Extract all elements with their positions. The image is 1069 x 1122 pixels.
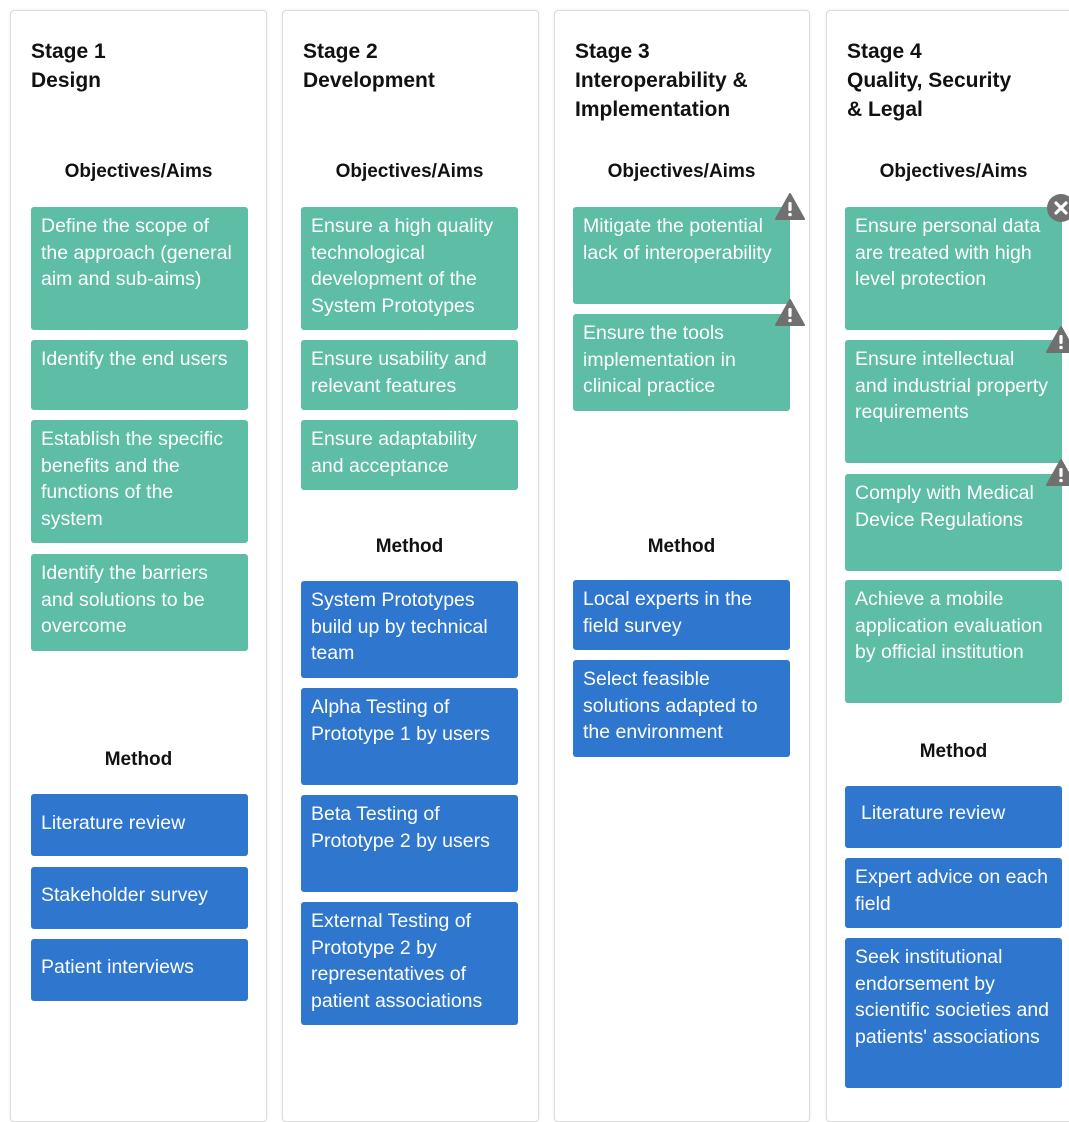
stage-4-title: Stage 4 Quality, Security & Legal bbox=[847, 40, 1012, 121]
stage-2-method-2: Alpha Testing of Prototype 1 by users bbox=[301, 688, 518, 785]
stage-3-objectives-label: Objectives/Aims bbox=[607, 161, 756, 182]
stage-4-objective-3: Comply with Medical Device Regulations bbox=[845, 474, 1062, 571]
stage-4-method-1: Literature review bbox=[845, 786, 1062, 848]
stage-3-objective-1: Mitigate the potential lack of interoper… bbox=[573, 207, 790, 304]
stage-1-objective-2: Identify the end users bbox=[31, 340, 248, 410]
warning-icon[interactable] bbox=[775, 192, 805, 222]
stage-4-objective-2: Ensure intellectual and industrial prope… bbox=[845, 340, 1062, 463]
warning-icon[interactable] bbox=[1046, 458, 1069, 488]
stage-1-title: Stage 1 Design bbox=[31, 40, 106, 92]
stage-2-title: Stage 2 Development bbox=[303, 40, 435, 92]
stage-4-method-3: Seek institutional endorsement by scient… bbox=[845, 938, 1062, 1088]
stage-2-objective-2: Ensure usability and relevant features bbox=[301, 340, 518, 410]
stage-1-column: Stage 1 Design Objectives/Aims Define th… bbox=[10, 10, 267, 1122]
stage-3-column: Stage 3 Interoperability & Implementatio… bbox=[554, 10, 810, 1122]
stage-4-method-label: Method bbox=[919, 741, 988, 762]
stage-1-method-3: Patient interviews bbox=[31, 939, 248, 1001]
stage-3-title: Stage 3 Interoperability & Implementatio… bbox=[575, 40, 748, 121]
stage-2-column: Stage 2 Development Objectives/Aims Ensu… bbox=[282, 10, 539, 1122]
stage-3-method-1: Local experts in the field survey bbox=[573, 580, 790, 650]
warning-icon[interactable] bbox=[1046, 325, 1069, 355]
stage-1-objective-3: Establish the specific benefits and the … bbox=[31, 420, 248, 543]
stage-4-method-2: Expert advice on each field bbox=[845, 858, 1062, 928]
stage-1-objective-4: Identify the barriers and solutions to b… bbox=[31, 554, 248, 651]
stage-4-column: Stage 4 Quality, Security & Legal Object… bbox=[826, 10, 1069, 1122]
stage-1-method-1: Literature review bbox=[31, 794, 248, 856]
stage-3-method-2: Select feasible solutions adapted to the… bbox=[573, 660, 790, 757]
stage-4-objectives-label: Objectives/Aims bbox=[879, 161, 1028, 182]
stage-4-objective-1: Ensure personal data are treated with hi… bbox=[845, 207, 1062, 330]
stage-2-objectives-label: Objectives/Aims bbox=[335, 161, 484, 182]
stage-1-method-label: Method bbox=[104, 749, 173, 770]
stage-2-method-label: Method bbox=[375, 536, 444, 557]
close-icon[interactable] bbox=[1046, 193, 1069, 223]
stage-4-objective-4: Achieve a mobile application evaluation … bbox=[845, 580, 1062, 703]
stage-2-objective-1: Ensure a high quality technological deve… bbox=[301, 207, 518, 330]
stage-2-method-3: Beta Testing of Prototype 2 by users bbox=[301, 795, 518, 892]
stage-1-objective-1: Define the scope of the approach (genera… bbox=[31, 207, 248, 330]
stage-2-method-4: External Testing of Prototype 2 by repre… bbox=[301, 902, 518, 1025]
stage-3-method-label: Method bbox=[647, 536, 716, 557]
stage-3-objective-2: Ensure the tools implementation in clini… bbox=[573, 314, 790, 411]
warning-icon[interactable] bbox=[775, 298, 805, 328]
stage-2-objective-3: Ensure adaptability and acceptance bbox=[301, 420, 518, 490]
stage-1-objectives-label: Objectives/Aims bbox=[64, 161, 213, 182]
stage-2-method-1: System Prototypes build up by technical … bbox=[301, 581, 518, 678]
stage-1-method-2: Stakeholder survey bbox=[31, 867, 248, 929]
